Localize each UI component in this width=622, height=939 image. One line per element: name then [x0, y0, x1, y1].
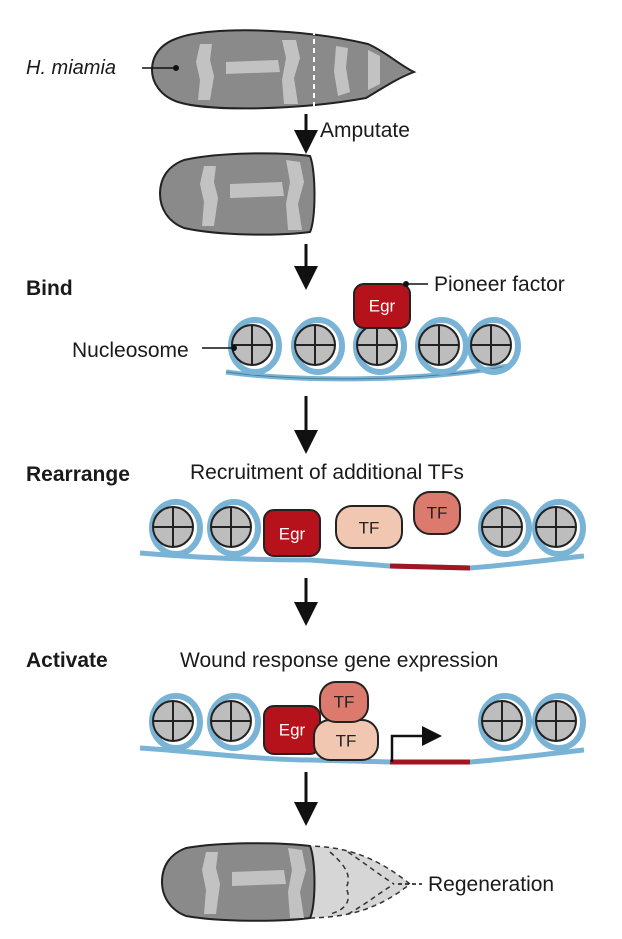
nucleosome-label: Nucleosome [72, 339, 189, 362]
nucleosome [207, 693, 261, 751]
activate-caption: Wound response gene expression [180, 649, 499, 672]
species-leader-dot [173, 65, 179, 71]
worm-regenerating [160, 842, 412, 922]
egr-pioneer-label: Egr [368, 296, 396, 316]
stage-activate-title: Activate [26, 649, 108, 672]
transcription-start-arrow [390, 726, 442, 762]
step-amputate-label: Amputate [320, 119, 410, 142]
nucleosome [415, 317, 469, 375]
worm-whole [150, 29, 417, 110]
stage-rearrange-title: Rearrange [26, 463, 130, 486]
nucleosome [149, 693, 203, 751]
tf-dark-label: TF [426, 503, 448, 523]
tf-light-label: TF [358, 518, 380, 538]
nucleosome [207, 499, 261, 557]
egr-rearrange-label: Egr [278, 524, 306, 544]
worm-amputated [158, 152, 316, 236]
tf-dark-box [413, 491, 461, 535]
nucleosome [478, 499, 532, 557]
tf-light-box [335, 505, 403, 549]
egr-activate-label: Egr [278, 720, 306, 740]
chromatin-activate [139, 693, 586, 765]
species-label: H. miamia [26, 57, 117, 79]
egr-pioneer-box [353, 283, 411, 329]
nucleosome [228, 317, 282, 375]
nucleosome [532, 693, 586, 751]
nucleosome [149, 499, 203, 557]
rearrange-caption: Recruitment of additional TFs [190, 461, 464, 484]
pioneer-factor-label: Pioneer factor [434, 273, 565, 296]
stage-bind-title: Bind [26, 277, 73, 300]
nucleosome [467, 317, 521, 375]
nucleosome [291, 317, 345, 375]
tf-top-box [319, 681, 369, 723]
chromatin-bind [225, 317, 521, 382]
tf-top-label: TF [333, 692, 355, 712]
nucleosome [532, 499, 586, 557]
tf-bottom-label: TF [335, 731, 357, 751]
chromatin-rearrange [139, 499, 586, 571]
egr-rearrange-box [263, 509, 321, 557]
regeneration-label: Regeneration [428, 873, 555, 896]
nucleosome [478, 693, 532, 751]
